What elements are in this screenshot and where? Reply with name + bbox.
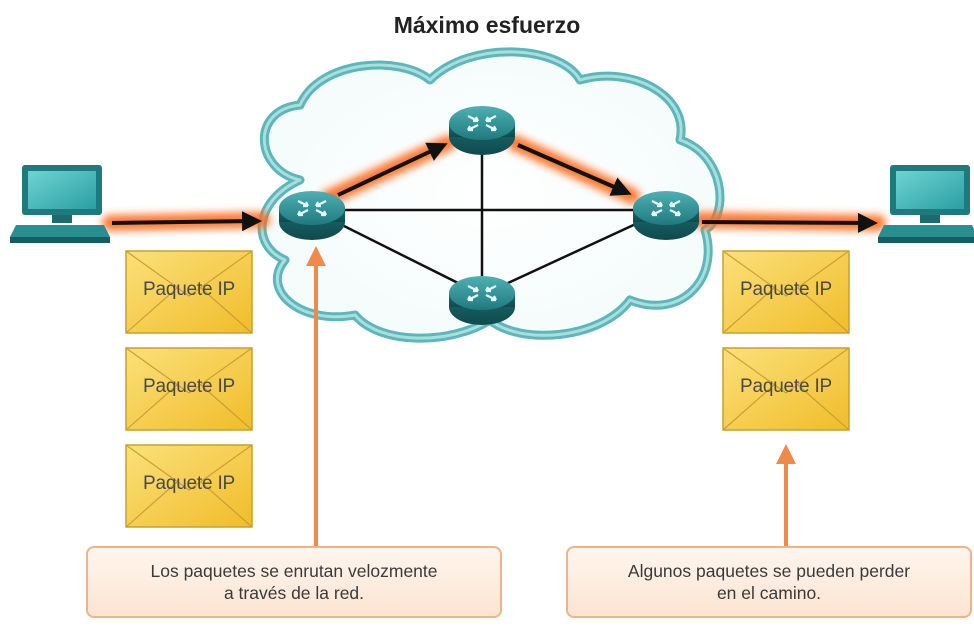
packet-label: Paquete IP	[142, 279, 236, 300]
cloud-icon	[257, 47, 725, 343]
router-icon	[279, 191, 345, 240]
packet-envelope: Paquete IP	[722, 250, 850, 334]
packet-envelope: Paquete IP	[125, 250, 253, 334]
callout-left: Los paquetes se enrutan velozmente a tra…	[86, 546, 502, 618]
envelope-icon	[125, 444, 253, 528]
packet-envelope: Paquete IP	[125, 444, 253, 528]
packet-envelope: Paquete IP	[125, 347, 253, 431]
diagram-title: Máximo esfuerzo	[393, 12, 581, 38]
callout-left-line2: a través de la red.	[223, 583, 365, 603]
envelope-icon	[125, 250, 253, 334]
router-icon	[449, 106, 515, 155]
callout-right-line1: Algunos paquetes se pueden perder	[627, 561, 911, 581]
packet-label: Paquete IP	[142, 376, 236, 397]
callout-arrows	[306, 246, 796, 546]
packet-label: Paquete IP	[739, 279, 833, 300]
callout-left-line1: Los paquetes se enrutan velozmente	[150, 561, 438, 581]
packet-envelope: Paquete IP	[722, 347, 850, 431]
packet-path-arrows	[111, 142, 878, 233]
envelope-icon	[125, 347, 253, 431]
computer-icon	[10, 165, 110, 243]
router-icon	[449, 276, 515, 325]
envelope-icon	[722, 250, 850, 334]
packet-label: Paquete IP	[142, 473, 236, 494]
envelope-icon	[722, 347, 850, 431]
callout-right-line2: en el camino.	[716, 583, 822, 603]
packet-label: Paquete IP	[739, 376, 833, 397]
router-icon	[633, 191, 699, 240]
callout-right: Algunos paquetes se pueden perder en el …	[566, 546, 972, 618]
computer-icon	[878, 165, 974, 243]
